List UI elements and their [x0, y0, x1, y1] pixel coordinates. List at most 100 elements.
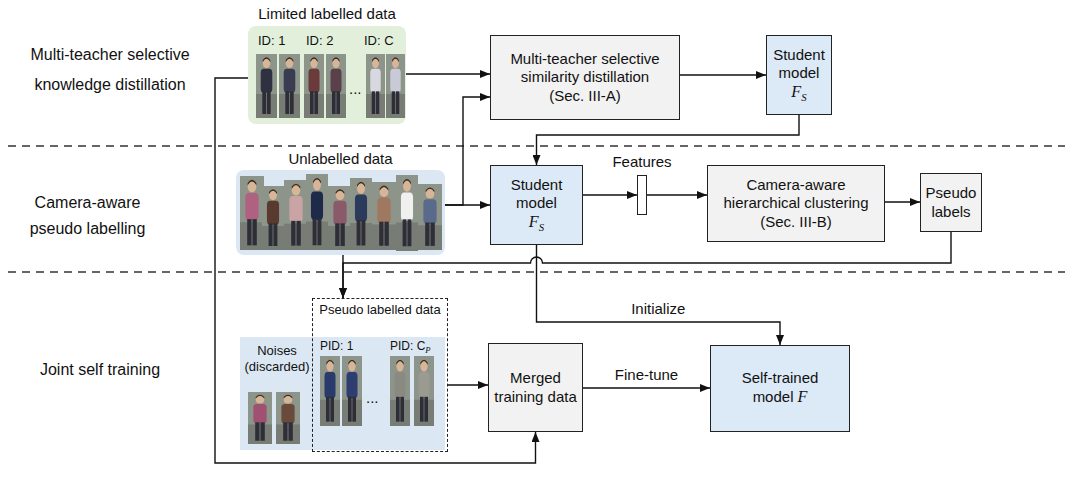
node-text: ID: C	[364, 33, 394, 48]
text-group: Merged training data	[493, 369, 578, 406]
labelled-panel-art	[248, 26, 406, 124]
text-group: Unlabelled data	[226, 150, 455, 168]
person-thumbnail	[350, 178, 372, 250]
person-thumbnail	[304, 54, 324, 118]
model-box: Student modelFS	[490, 165, 583, 245]
panel-ground	[248, 26, 406, 124]
text-group: FS	[529, 213, 544, 234]
node-text: S	[801, 91, 806, 103]
text-group: Camera-aware hierarchical clustering	[712, 176, 880, 213]
edge-label: Fine-tune	[612, 366, 681, 383]
person-thumbnail	[326, 54, 346, 118]
node-text: Pseudo labels	[926, 184, 977, 219]
node-text: (Sec. III-B)	[760, 213, 832, 230]
text-group: ID: 1	[258, 33, 285, 49]
text-group: FS	[791, 83, 806, 104]
node-text: Limited labelled data	[258, 5, 396, 22]
panel-ground	[240, 337, 445, 450]
text-group: ...	[349, 80, 362, 98]
connector	[583, 387, 710, 388]
connector	[448, 384, 488, 385]
node-text: F	[529, 213, 539, 231]
person-thumbnail	[262, 186, 284, 250]
text-group: Limited labelled data	[228, 5, 426, 23]
node-text: ID: 1	[258, 33, 285, 48]
person-thumbnail	[386, 54, 405, 118]
node-text: Camera-aware hierarchical clustering	[723, 176, 868, 211]
edge-label: Initialize	[628, 300, 688, 317]
person-thumbnail	[390, 356, 410, 426]
feature-vector: Features	[637, 175, 647, 215]
text-group: ...	[366, 389, 379, 407]
person-thumbnail	[342, 356, 362, 426]
connector	[583, 194, 637, 195]
text-group: ID: C	[364, 33, 394, 49]
text-group: Student model	[769, 46, 829, 83]
model-box: Student modelFS	[766, 35, 832, 115]
process-box: Multi-teacher selective similarity disti…	[490, 35, 680, 120]
person-thumbnail	[256, 54, 277, 118]
connector	[537, 245, 781, 345]
node-text: Features	[612, 153, 671, 170]
node-text: ...	[366, 389, 379, 406]
self-training-panel-art	[240, 337, 445, 450]
connector	[647, 194, 707, 195]
person-thumbnail	[372, 182, 396, 250]
data-panel: Limited labelled dataID: 1ID: 2ID: C...	[248, 26, 406, 124]
text-group: Multi-teacher selective similarity disti…	[495, 50, 675, 87]
text-group: Pseudo labelled data	[313, 302, 447, 318]
text-group: Features	[612, 153, 671, 171]
node-text: Multi-teacher selective similarity disti…	[510, 50, 659, 85]
text-group: (Sec. III-B)	[760, 213, 832, 231]
process-box: Camera-aware hierarchical clustering (Sec…	[707, 165, 885, 242]
connector	[406, 73, 490, 74]
person-thumbnail	[418, 184, 442, 250]
node-text: ID: 2	[306, 33, 333, 48]
unlabelled-panel-art	[236, 170, 445, 255]
node-text: Unlabelled data	[288, 150, 392, 167]
connector	[680, 74, 766, 75]
node-text: F	[797, 388, 807, 406]
process-box: Merged training data	[488, 343, 583, 432]
node-text: PID: 1	[320, 339, 353, 353]
section-label: Camera-aware pseudo labelling	[15, 190, 160, 242]
connector	[445, 97, 490, 205]
text-group: Pseudo labels	[925, 184, 977, 221]
connector	[885, 201, 920, 202]
section-label: Joint self training	[15, 360, 185, 380]
person-thumbnail	[366, 54, 385, 118]
person-thumbnail	[320, 356, 340, 426]
person-thumbnail	[240, 176, 264, 250]
connector	[445, 204, 490, 205]
person-thumbnail	[396, 175, 418, 251]
node-text: Merged training data	[494, 369, 577, 404]
person-thumbnail	[328, 186, 352, 250]
section-label: Multi-teacher selective knowledge distil…	[10, 40, 210, 100]
node-text: Noises (discarded)	[244, 343, 309, 374]
node-text: PID: C	[390, 339, 425, 353]
node-text: (Sec. III-A)	[549, 87, 621, 104]
person-thumbnail	[279, 54, 300, 118]
data-panel: Unlabelled data	[236, 170, 445, 255]
text-group: PID: 1	[320, 339, 353, 353]
panel-ground	[236, 170, 445, 255]
person-thumbnail	[306, 174, 328, 250]
text-group: Student model	[495, 176, 578, 213]
dashed-group: Pseudo labelled dataPID: 1 PID: CP...	[312, 298, 448, 452]
process-box: Pseudo labels	[920, 173, 982, 232]
node-text: Pseudo labelled data	[319, 302, 440, 317]
text-group: Self-trained modelF	[715, 369, 845, 407]
person-thumbnail	[276, 392, 300, 444]
node-text: F	[791, 83, 801, 101]
person-thumbnail	[284, 180, 308, 250]
node-text: S	[539, 221, 544, 233]
node-text: ...	[349, 80, 362, 97]
node-text: P	[425, 345, 430, 355]
connector	[342, 255, 343, 298]
node-text: Student model	[511, 176, 563, 211]
text-group: ID: 2	[306, 33, 333, 49]
person-thumbnail	[248, 392, 272, 444]
text-group: PID: CP	[390, 339, 431, 356]
node-text: Student model	[773, 46, 825, 81]
